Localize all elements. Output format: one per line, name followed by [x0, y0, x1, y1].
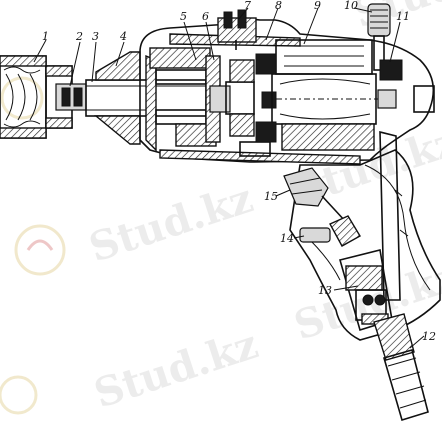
callout-label: 2 — [75, 30, 83, 43]
callout-label: 5 — [180, 10, 187, 23]
callout-label: 4 — [119, 30, 127, 43]
rear-bearing — [377, 59, 435, 113]
retaining-ring — [55, 83, 87, 111]
callout-label: 10 — [344, 0, 358, 12]
callout-label: 9 — [314, 0, 321, 12]
callout-label: 15 — [264, 190, 278, 203]
watermark-text: Stud.kz — [89, 321, 264, 418]
callout-label: 12 — [422, 330, 436, 343]
callout-label: 1 — [42, 30, 49, 43]
callout-label: 14 — [280, 232, 294, 245]
reverse-knob — [367, 3, 391, 71]
callout-label: 7 — [244, 0, 251, 12]
trigger — [283, 167, 347, 223]
handle — [289, 149, 441, 341]
valve-assembly — [217, 9, 257, 50]
callout-label: 6 — [202, 10, 209, 23]
watermark-text: Stud.kz — [84, 175, 259, 272]
throttle-valve — [299, 215, 361, 247]
front-housing — [94, 51, 141, 145]
leader-lines — [33, 7, 425, 349]
hose-fitting — [373, 313, 429, 422]
callout-label: 13 — [318, 284, 332, 297]
callout-label: 11 — [396, 10, 410, 23]
air-inlet-valve — [339, 130, 401, 332]
air-motor — [255, 39, 396, 151]
callout-label: 3 — [92, 30, 99, 43]
callout-label: 8 — [275, 0, 282, 12]
impact-mechanism — [149, 47, 277, 157]
watermark-logo-icon — [0, 76, 66, 415]
callout-labels: 1 2 3 4 5 6 7 8 9 10 11 12 13 14 15 — [42, 0, 436, 343]
